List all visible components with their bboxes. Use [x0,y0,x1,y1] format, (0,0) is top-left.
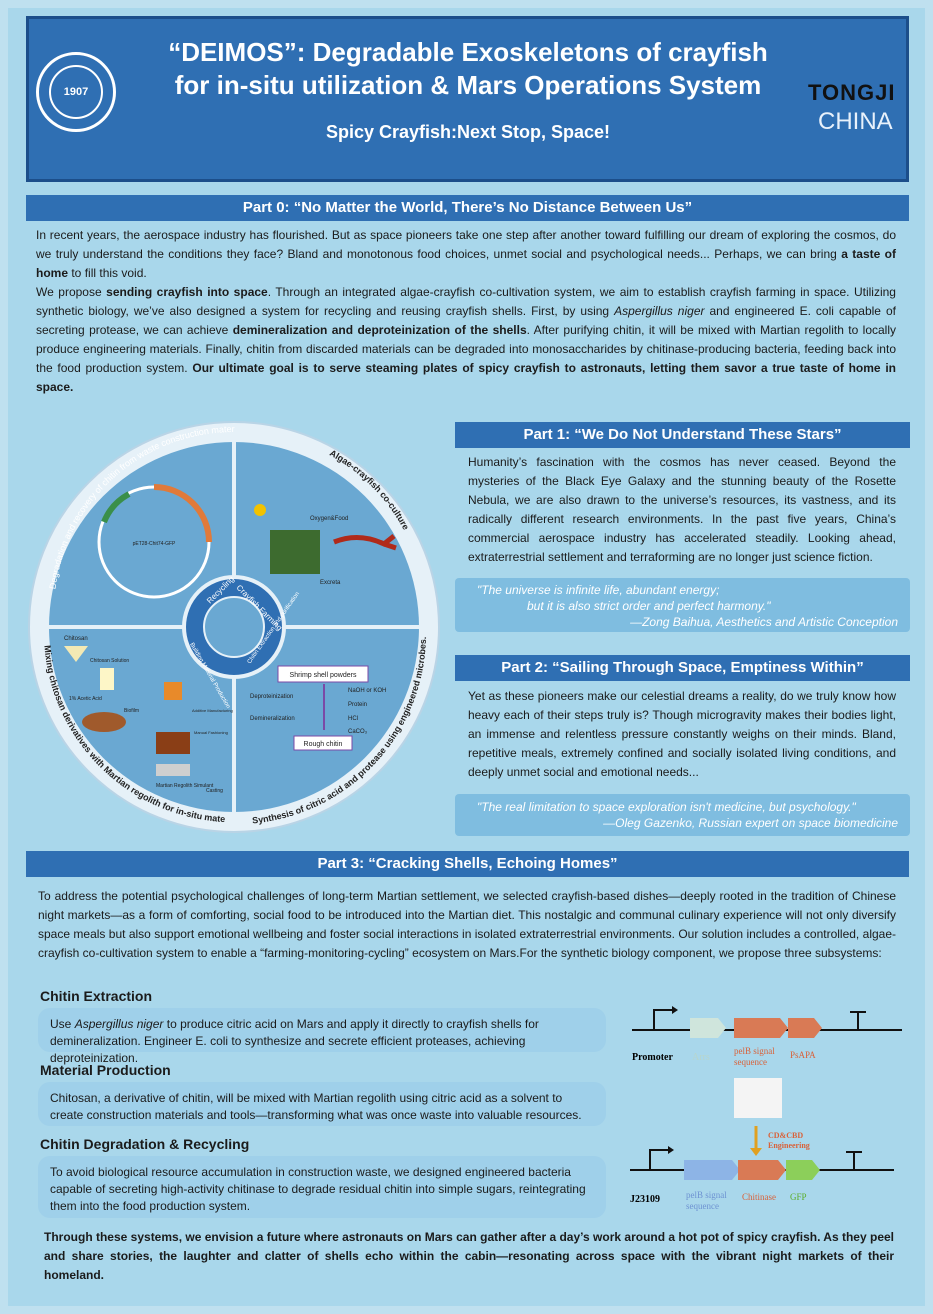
plasmid-label: pET28-Chit74-GFP [133,541,176,547]
part0-body: In recent years, the aerospace industry … [36,226,896,397]
promoter-arrow-2 [649,1149,668,1170]
promoter-label: Promoter [632,1052,673,1063]
pelb2-label: pelB signal [686,1190,727,1200]
gfp-label: GFP [790,1192,807,1202]
biofilm-label: Biofilm [124,708,139,714]
demin-label: Demineralization [250,716,295,722]
university-logo: 1907 [36,52,116,132]
part2-quote-source: —Oleg Gazenko, Russian expert on space b… [603,816,898,830]
subsystem2-title: Material Production [40,1062,171,1078]
crayfish-icon [333,534,397,551]
gfp-part [786,1160,820,1180]
part3-intro: To address the potential psychological c… [38,889,896,960]
chitosan-solution-label: Chitosan Solution [90,658,129,664]
shrimp-label: Shrimp shell powders [290,672,357,679]
pelb-part-2 [684,1160,740,1180]
additive-label: Additive Manufacturing [192,708,233,713]
part1-heading: Part 1: “We Do Not Understand These Star… [455,422,910,448]
protein-label: Protein [348,702,367,708]
acetic-acid-label: 1% Acetic Acid [69,696,102,702]
part1-quote-line1: "The universe is infinite life, abundant… [477,583,720,597]
plate-image [734,1078,782,1118]
psapa-label: PsAPA [790,1050,816,1060]
hcl-label: HCl [348,716,358,722]
title-line-2: for in-situ utilization & Mars Operation… [174,70,762,100]
algae-photo [270,530,320,574]
part1-body: Humanity’s fascination with the cosmos h… [468,455,896,564]
rough-chitin-box [293,735,353,751]
excreta-label: Excreta [320,580,341,586]
poster-title: “DEIMOS”: Degradable Exoskeletons of cra… [118,36,818,102]
logo-year: 1907 [49,65,103,119]
sun-icon [254,504,266,516]
casting-label: Casting [206,788,223,794]
subsystem3-body: To avoid biological resource accumulatio… [38,1156,606,1218]
part1-quote-line2: but it is also strict order and perfect … [527,599,771,613]
team-country: CHINA [818,108,893,135]
poster-subtitle: Spicy Crayfish:Next Stop, Space! [325,122,611,142]
chitinase-label: Chitinase [742,1192,776,1202]
deprot-label: Deproteinization [250,694,293,700]
gene-construct-diagram: Promoter Arrs pelB signal sequence PsAPA… [630,1006,902,1211]
regolith-mound [82,712,126,732]
part0-paragraph-1: In recent years, the aerospace industry … [36,228,897,280]
j23109-label: J23109 [630,1194,660,1205]
naoh-label: NaOH or KOH [348,688,386,694]
caco3-label: CaCO₃ [348,729,368,735]
manual-label: Manual Fashioning [194,730,228,735]
terminator-2 [846,1151,862,1170]
psapa-part [788,1018,822,1038]
part1-quote: "The universe is infinite life, abundant… [455,578,910,632]
cycle-diagram: Degradation and recovery of chitin from … [14,412,440,833]
arrs-label: Arrs [692,1052,710,1063]
oxygen-food-label: Oxygen&Food [310,516,348,522]
part0-heading: Part 0: “No Matter the World, There’s No… [26,195,909,221]
chitosan-powder [64,646,88,662]
beaker-icon [100,668,114,690]
subsystem1-title: Chitin Extraction [40,988,153,1004]
part2-quote-line1: "The real limitation to space exploratio… [477,800,856,814]
printer-icon [164,682,182,700]
chitinase-part [738,1160,786,1180]
header-banner [26,16,909,182]
subsystem3-title: Chitin Degradation & Recycling [40,1136,250,1152]
part2-heading: Part 2: “Sailing Through Space, Emptines… [455,655,910,681]
regolith-label: Martian Regolith Simulant [156,783,214,789]
rough-chitin-label: Rough chitin [304,741,343,748]
part3-closing: Through these systems, we envision a fut… [44,1230,894,1282]
team-name: TONGJI [808,80,896,105]
pelb1-label: pelB signal [734,1046,775,1056]
pelb-part-1 [734,1018,788,1038]
promoter-arrow-1 [653,1009,672,1030]
part3-heading: Part 3: “Cracking Shells, Echoing Homes” [26,851,909,877]
arrs-part [690,1018,726,1038]
title-line-1: “DEIMOS”: Degradable Exoskeletons of cra… [168,37,768,67]
cdcbd-label: CD&CBD [768,1131,803,1140]
pelb2-label-2: sequence [686,1201,719,1211]
pelb1-label-2: sequence [734,1057,767,1067]
part0-paragraph-2: We propose sending crayfish into space. … [36,285,897,394]
chitosan-label: Chitosan [64,636,88,642]
part2-body: Yet as these pioneers make our celestial… [468,689,896,779]
part1-quote-source: —Zong Baihua, Aesthetics and Artistic Co… [630,615,898,629]
shrimp-box [277,665,369,683]
part2-quote: "The real limitation to space exploratio… [455,794,910,836]
tile-icon [156,732,190,754]
cdcbd-label-2: Engineering [768,1141,810,1150]
regolith-sample [156,764,190,776]
subsystem2-body: Chitosan, a derivative of chitin, will b… [38,1082,606,1126]
terminator-1 [850,1011,866,1030]
subsystem1-body: Use Aspergillus niger to produce citric … [38,1008,606,1065]
